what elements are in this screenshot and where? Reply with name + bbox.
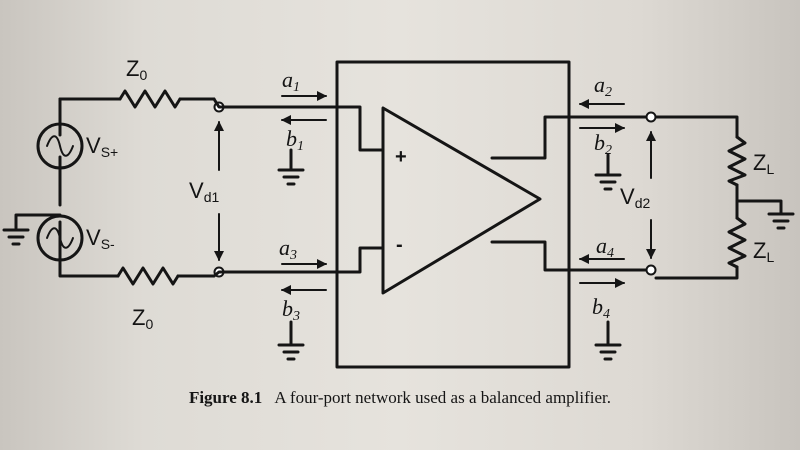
z0-resistor-bottom bbox=[116, 266, 180, 286]
amplifier-triangle bbox=[381, 106, 542, 295]
port1-line bbox=[212, 97, 385, 152]
port2-line bbox=[490, 115, 648, 160]
a4-label: a4 bbox=[596, 233, 614, 261]
vd1-label: Vd1 bbox=[189, 178, 219, 205]
a3-label: a3 bbox=[279, 235, 297, 263]
ground-symbol-b3 bbox=[277, 320, 305, 361]
ground-symbol-b4 bbox=[594, 320, 622, 361]
zl-resistor-top bbox=[727, 135, 747, 187]
a1-label: a1 bbox=[282, 67, 300, 95]
z0-bottom-label: Z0 bbox=[132, 305, 153, 332]
vd2-label: Vd2 bbox=[620, 184, 650, 211]
z0-resistor-top bbox=[118, 89, 182, 109]
zl-resistor-bottom bbox=[727, 216, 747, 269]
ground-symbol-b1 bbox=[277, 148, 305, 186]
b3-label: b3 bbox=[282, 296, 300, 324]
figure-caption-text: A four-port network used as a balanced a… bbox=[274, 388, 612, 407]
ground-symbol-b2 bbox=[594, 153, 622, 191]
ground-symbol-left bbox=[2, 228, 30, 246]
a2-label: a2 bbox=[594, 72, 612, 100]
b2-label: b2 bbox=[594, 130, 612, 158]
port2-terminal bbox=[645, 111, 657, 123]
vs-plus-source bbox=[36, 122, 84, 170]
port4-line bbox=[490, 240, 648, 272]
port4-terminal bbox=[645, 264, 657, 276]
b4-label: b4 bbox=[592, 294, 610, 322]
figure-number: Figure 8.1 bbox=[188, 388, 263, 407]
zl-bottom-label: ZL bbox=[753, 238, 774, 265]
vs-minus-source bbox=[36, 214, 84, 262]
b1-label: b1 bbox=[286, 126, 304, 154]
load-wiring bbox=[654, 115, 739, 280]
vs-minus-label: VS- bbox=[86, 225, 115, 252]
plus-input-sign: + bbox=[395, 146, 407, 168]
minus-input-sign: - bbox=[396, 234, 403, 256]
figure-caption: Figure 8.1 A four-port network used as a … bbox=[0, 388, 800, 408]
ground-symbol-load bbox=[735, 199, 795, 230]
z0-top-label: Z0 bbox=[126, 56, 147, 83]
vs-plus-label: VS+ bbox=[86, 133, 118, 160]
source-wiring bbox=[14, 97, 216, 278]
four-port-network-box bbox=[335, 60, 571, 369]
port3-line bbox=[212, 246, 385, 278]
zl-top-label: ZL bbox=[753, 150, 774, 177]
